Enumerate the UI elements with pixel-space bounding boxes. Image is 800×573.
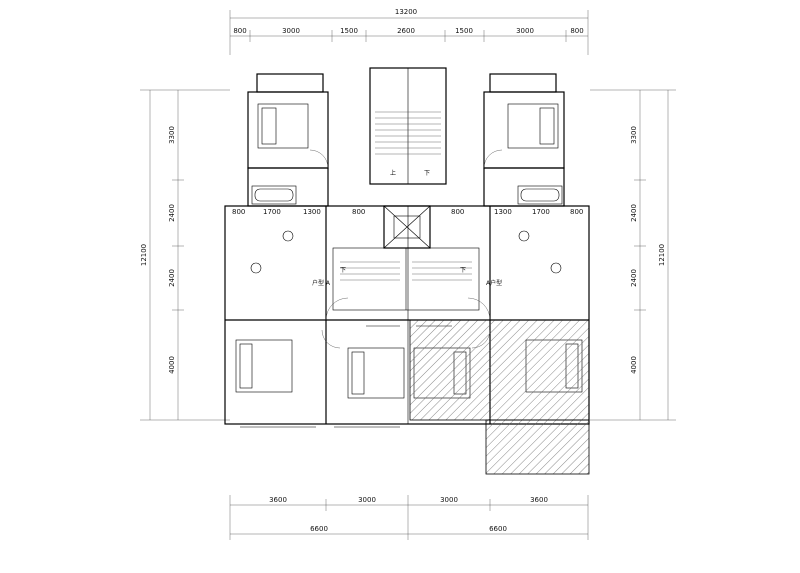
- interior-right-3: 1700: [532, 208, 550, 216]
- dim-right-seg-4: 4000: [630, 356, 638, 374]
- stair-down-label: 下: [424, 170, 430, 177]
- stair-treads: [340, 111, 472, 281]
- stair-down-label-3: 下: [460, 267, 466, 274]
- dim-top-seg-5: 1500: [455, 27, 473, 35]
- window-marks: [240, 325, 452, 428]
- unit-a-left-label: 户型 A: [312, 279, 331, 287]
- dim-top-seg-2: 3000: [282, 27, 300, 35]
- dim-right-seg-1: 3300: [630, 126, 638, 144]
- dim-right-seg-3: 2400: [630, 269, 638, 287]
- interior-dimensions: 800 1700 1300 800 800 1300 1700 800: [232, 208, 583, 216]
- dim-bottom-total-1: 6600: [310, 525, 328, 533]
- dim-top-seg-7: 800: [570, 27, 583, 35]
- interior-left-2: 1700: [263, 208, 281, 216]
- interior-left-3: 1300: [303, 208, 321, 216]
- dim-right-overall: 12100: [658, 244, 666, 266]
- bottom-dimension-chain: 3600 3000 3000 3600 6600 6600: [229, 495, 589, 540]
- stair-down-label-2: 下: [340, 267, 346, 274]
- dim-left-overall: 12100: [140, 244, 148, 266]
- dim-left-seg-2: 2400: [168, 204, 176, 222]
- dim-bottom-seg-3: 3000: [440, 496, 458, 504]
- dim-top-overall: 13200: [395, 8, 417, 16]
- right-dimension-chain: 12100 3300 2400 2400 4000: [590, 89, 676, 421]
- interior-right-1: 800: [451, 208, 464, 216]
- dim-top-seg-1: 800: [233, 27, 246, 35]
- stair-up-label: 上: [390, 169, 396, 177]
- interior-right-4: 800: [570, 208, 583, 216]
- dim-left-seg-3: 2400: [168, 269, 176, 287]
- dim-top-seg-3: 1500: [340, 27, 358, 35]
- dim-top-seg-4: 2600: [397, 27, 415, 35]
- interior-left-4: 800: [352, 208, 365, 216]
- unit-a-right-label: A户型: [486, 279, 502, 287]
- hatched-balcony-area: [409, 319, 590, 475]
- bathtub-fixtures: [250, 185, 563, 274]
- top-dimension-chain: 13200 800 3000 1500 2600 1500 3000 800: [229, 8, 589, 55]
- dim-top-seg-6: 3000: [516, 27, 534, 35]
- dim-bottom-total-2: 6600: [489, 525, 507, 533]
- interior-right-2: 1300: [494, 208, 512, 216]
- dim-bottom-seg-2: 3000: [358, 496, 376, 504]
- dim-bottom-seg-1: 3600: [269, 496, 287, 504]
- interior-left-1: 800: [232, 208, 245, 216]
- dim-left-seg-4: 4000: [168, 356, 176, 374]
- dim-left-seg-1: 3300: [168, 126, 176, 144]
- door-swings: [309, 149, 503, 349]
- dim-bottom-seg-4: 3600: [530, 496, 548, 504]
- left-dimension-chain: 12100 3300 2400 2400 4000: [140, 89, 230, 421]
- dim-right-seg-2: 2400: [630, 204, 638, 222]
